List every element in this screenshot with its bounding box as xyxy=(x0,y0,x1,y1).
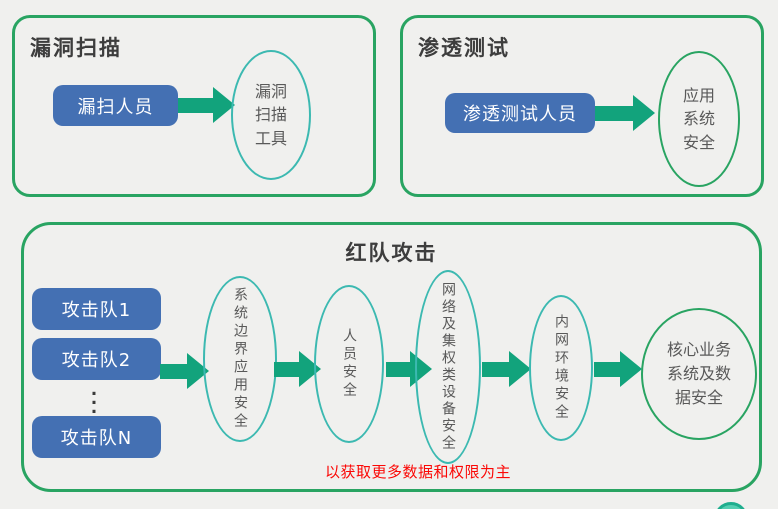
vertical-ellipsis: . . . xyxy=(90,380,98,418)
pentester-role-box: 渗透测试人员 xyxy=(445,93,595,133)
network-privileged-devices-security-ellipse: 网络及集权类设备安全 xyxy=(415,270,481,464)
vuln-scanner-role-label: 漏扫人员 xyxy=(77,96,154,118)
system-boundary-app-security-ellipse: 系统边界应用安全 xyxy=(203,276,277,442)
pentest-panel-title: 渗透测试 xyxy=(418,36,510,60)
decorative-circle xyxy=(714,502,748,509)
network-privileged-devices-security-label: 网络及集权类设备安全 xyxy=(440,282,456,452)
vuln-scan-tools-ellipse: 漏洞 扫描 工具 xyxy=(231,50,311,180)
pentest-panel: 渗透测试 渗透测试人员 应用 系统 安全 xyxy=(400,15,764,197)
flow-arrow-icon xyxy=(595,95,655,131)
vuln-scan-panel: 漏洞扫描 漏扫人员 漏洞 扫描 工具 xyxy=(12,15,376,197)
attack-team-1-label: 攻击队1 xyxy=(61,300,132,321)
intranet-environment-security-ellipse: 内网环境安全 xyxy=(529,295,593,441)
attack-team-2-box: 攻击队2 xyxy=(32,338,161,380)
redteam-goal-note: 以获取更多数据和权限为主 xyxy=(325,463,512,481)
personnel-security-label: 人员安全 xyxy=(341,328,357,400)
flow-arrow-icon xyxy=(482,351,531,387)
flow-arrow-icon xyxy=(178,87,235,123)
app-system-security-label: 应用 系统 安全 xyxy=(682,86,715,152)
intranet-environment-security-label: 内网环境安全 xyxy=(553,314,569,422)
vuln-scan-panel-title: 漏洞扫描 xyxy=(30,36,122,60)
redteam-panel-title: 红队攻击 xyxy=(345,241,438,265)
attack-team-1-box: 攻击队1 xyxy=(32,288,161,330)
attack-team-n-box: 攻击队N xyxy=(32,416,161,458)
flow-arrow-icon xyxy=(594,351,642,387)
flow-arrow-icon xyxy=(160,353,209,389)
vuln-scan-tools-label: 漏洞 扫描 工具 xyxy=(254,82,287,148)
core-business-data-security-label: 核心业务 系统及数 据安全 xyxy=(666,340,731,407)
app-system-security-ellipse: 应用 系统 安全 xyxy=(658,51,740,187)
redteam-panel: 红队攻击 攻击队1 攻击队2 . . . 攻击队N 系统边界应用安全 人员安全 … xyxy=(21,222,762,492)
pentester-role-label: 渗透测试人员 xyxy=(463,104,577,125)
attack-team-2-label: 攻击队2 xyxy=(61,350,132,371)
core-business-data-security-circle: 核心业务 系统及数 据安全 xyxy=(641,308,757,440)
vuln-scanner-role-box: 漏扫人员 xyxy=(53,85,178,126)
attack-team-n-label: 攻击队N xyxy=(60,428,133,449)
system-boundary-app-security-label: 系统边界应用安全 xyxy=(232,287,248,431)
personnel-security-ellipse: 人员安全 xyxy=(314,285,384,443)
